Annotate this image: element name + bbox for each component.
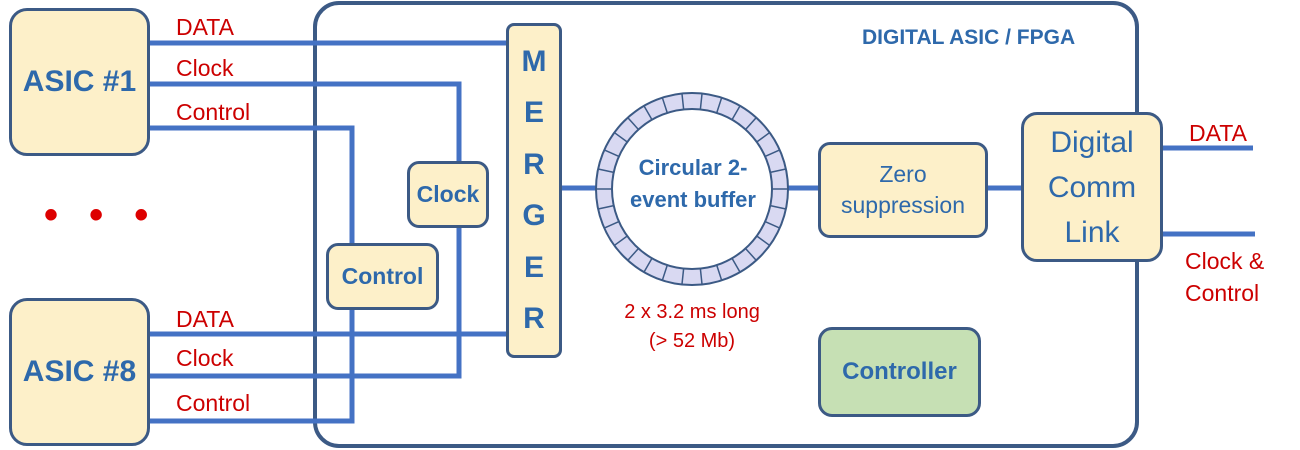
ring-segment-tick — [731, 105, 741, 121]
ring-segment-tick — [597, 204, 614, 210]
wire-asic8-clock — [150, 228, 462, 379]
asic-1-clock-label: Clock — [176, 55, 234, 81]
ring-segment-tick — [764, 149, 781, 158]
asic-8-clock-label: Clock — [176, 345, 234, 371]
ring-segment-tick — [764, 220, 781, 229]
ring-segment-tick — [681, 93, 685, 110]
ring-segment-tick — [744, 247, 757, 261]
ring-segment-tick — [699, 93, 703, 110]
ring-segment-tick — [770, 168, 787, 174]
ring-segment-tick — [627, 247, 640, 261]
circular-buffer-label: Circular 2- event buffer — [612, 152, 774, 216]
merger-letter: R — [523, 302, 545, 336]
control-box-label: Control — [341, 263, 424, 289]
clock-box[interactable]: Clock — [407, 161, 489, 228]
output-clock-control-line-1: Clock & — [1185, 248, 1265, 274]
ring-segment-tick — [613, 235, 628, 247]
output-clock-control-label: Clock & Control — [1185, 245, 1264, 309]
circular-buffer-ring — [595, 92, 789, 286]
circular-buffer-line-2: event buffer — [630, 186, 756, 212]
ring-segment-tick — [613, 131, 628, 143]
output-data-label: DATA — [1189, 120, 1247, 146]
controller-box[interactable]: Controller — [818, 327, 981, 417]
ring-segment-tick — [716, 264, 723, 281]
merger-box[interactable]: M E R G E R — [506, 23, 562, 358]
ring-segment-tick — [661, 264, 668, 281]
control-box[interactable]: Control — [326, 243, 439, 310]
circular-buffer-line-1: Circular 2- — [638, 155, 748, 180]
asic-8-control-label: Control — [176, 390, 251, 416]
zero-suppression-line-1: Zero — [879, 160, 927, 187]
merger-letter: M — [521, 44, 547, 78]
merger-letter: R — [523, 147, 545, 181]
ring-segment-tick — [716, 97, 723, 114]
zero-suppression-box[interactable]: Zero suppression — [818, 142, 988, 238]
comm-link-line-1: Digital — [1050, 125, 1134, 159]
digital-comm-link-box[interactable]: Digital Comm Link — [1021, 112, 1163, 262]
ring-segment-tick — [661, 97, 668, 114]
ring-segment-tick — [643, 257, 653, 273]
ring-segment-tick — [597, 168, 614, 174]
ring-segment-tick — [643, 105, 653, 121]
controller-label: Controller — [842, 358, 957, 385]
asic-8-box[interactable]: ASIC #8 — [9, 298, 150, 446]
ring-segment-tick — [756, 131, 771, 143]
asic-1-box[interactable]: ASIC #1 — [9, 8, 150, 156]
ring-segment-tick — [744, 117, 757, 131]
ring-segment-tick — [627, 117, 640, 131]
ring-segment-tick — [731, 257, 741, 273]
comm-link-line-3: Link — [1064, 215, 1120, 249]
comm-link-line-2: Comm — [1047, 170, 1137, 204]
wire-asic1-control — [150, 125, 355, 244]
wire-asic8-control — [150, 310, 355, 424]
wire-asic1-clock — [150, 81, 462, 162]
ring-segment-tick — [603, 149, 620, 158]
clock-box-label: Clock — [416, 181, 480, 207]
merger-letter: E — [523, 96, 544, 130]
buffer-size-note: 2 x 3.2 ms long (> 52 Mb) — [592, 298, 792, 356]
output-clock-control-line-2: Control — [1185, 280, 1260, 307]
ring-segment-tick — [756, 235, 771, 247]
asic-1-label: ASIC #1 — [22, 65, 137, 98]
asic-8-label: ASIC #8 — [22, 355, 137, 388]
zero-suppression-line-2: suppression — [840, 192, 966, 218]
buffer-note-line-1: 2 x 3.2 ms long — [624, 301, 760, 323]
ring-segment-tick — [681, 268, 685, 285]
asic-8-data-label: DATA — [176, 306, 234, 332]
buffer-note-line-2: (> 52 Mb) — [648, 330, 736, 352]
merger-letter: E — [523, 250, 544, 284]
merger-letter: G — [522, 199, 546, 233]
asic-1-data-label: DATA — [176, 14, 234, 40]
ring-segment-tick — [603, 220, 620, 229]
fpga-title: DIGITAL ASIC / FPGA — [862, 26, 1076, 49]
ring-segment-tick — [770, 204, 787, 210]
asic-1-control-label: Control — [176, 99, 251, 125]
ring-segment-tick — [699, 268, 703, 285]
ellipsis-dots: • • • — [44, 193, 159, 237]
